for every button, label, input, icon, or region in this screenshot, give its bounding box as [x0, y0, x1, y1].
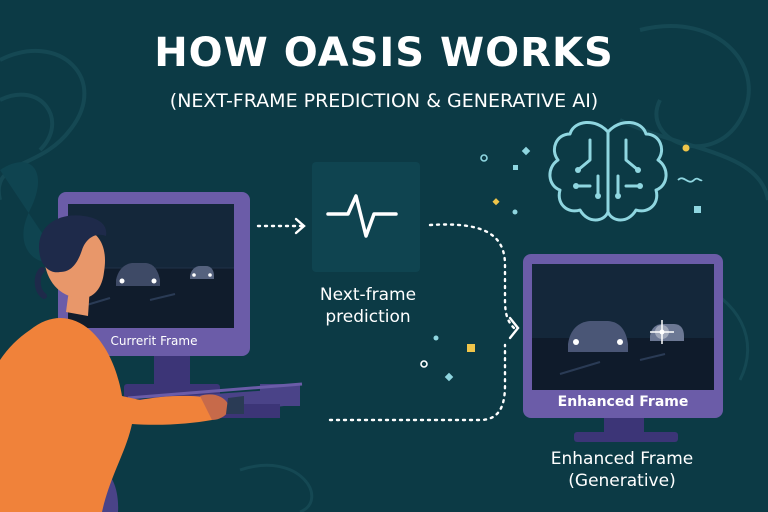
sparkle-dot — [480, 154, 488, 162]
sparkle-square — [492, 198, 500, 206]
prediction-panel — [312, 162, 420, 272]
connector-arrowhead-2 — [508, 316, 520, 340]
enhanced-frame-caption: Enhanced Frame — [557, 394, 689, 410]
sparkle-dot — [512, 209, 518, 215]
enhanced-frame-label: Enhanced Frame (Generative) — [532, 448, 712, 492]
person-illustration — [0, 215, 244, 512]
waveform-icon — [326, 194, 398, 238]
car-icon — [568, 321, 628, 352]
sparkle-dot — [420, 360, 428, 368]
car-icon — [650, 320, 684, 344]
sparkle-square — [694, 206, 701, 213]
sparkle-dot — [433, 335, 439, 341]
prediction-label: Next-frame prediction — [319, 285, 417, 327]
sparkle-wave — [677, 177, 703, 183]
sparkle-square — [467, 344, 475, 352]
car-icon — [116, 263, 160, 286]
page-subtitle: (NEXT-FRAME PREDICTION & GENERATIVE AI) — [169, 90, 599, 112]
car-icon — [190, 266, 214, 279]
enhanced-frame-label-line2: (Generative) — [568, 471, 676, 491]
sparkle-dot — [682, 144, 690, 152]
connector-arrowhead-1 — [294, 217, 306, 235]
sparkle-square — [444, 372, 454, 382]
page-title: HOW OASIS WORKS — [154, 30, 614, 76]
enhanced-frame-monitor — [523, 254, 723, 442]
sparkle-square — [513, 165, 518, 170]
connector-desk-to-enhanced — [328, 343, 507, 422]
brain-icon — [548, 121, 668, 222]
current-frame-caption: Currerit Frame — [110, 334, 198, 348]
connector-prediction-to-enhanced — [428, 223, 516, 330]
sparkle-square — [521, 146, 531, 156]
enhanced-frame-label-line1: Enhanced Frame — [550, 449, 694, 469]
